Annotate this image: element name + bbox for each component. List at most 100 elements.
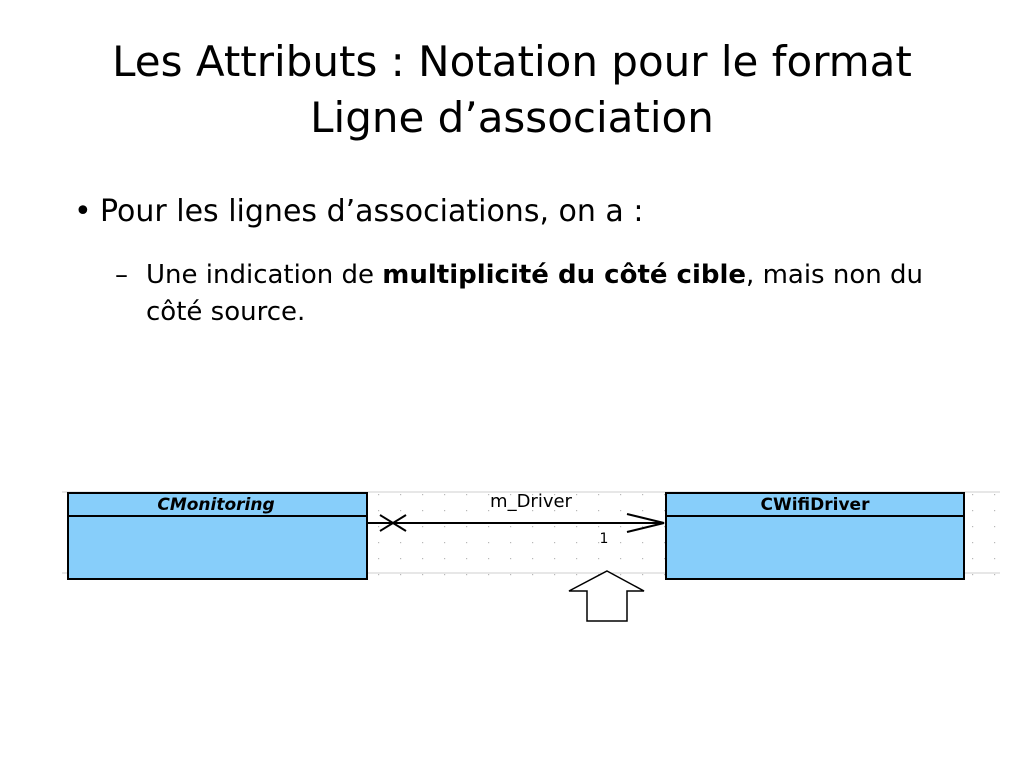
class-box-cwifidriver: CWifiDriver [665, 492, 965, 580]
grid-dot [488, 574, 490, 576]
grid-dot [422, 542, 424, 544]
bullet-text: Pour les lignes d’associations, on a : [100, 194, 644, 229]
grid-dot [422, 526, 424, 528]
grid-dot [510, 558, 512, 560]
grid-dot [972, 542, 974, 544]
class-box-cmonitoring: CMonitoring [67, 492, 368, 580]
grid-dot [664, 510, 666, 512]
grid-dot [378, 526, 380, 528]
target-class-name: CWifiDriver [761, 495, 871, 515]
grid-dot [444, 510, 446, 512]
grid-dot [576, 526, 578, 528]
grid-dot [532, 542, 534, 544]
grid-dot [510, 494, 512, 496]
grid-dot [620, 574, 622, 576]
title-line-1: Les Attributs : Notation pour le format [112, 37, 912, 86]
grid-dot [664, 574, 666, 576]
grid-dot [598, 558, 600, 560]
sub-bullet-item: – Une indication de multiplicité du côté… [115, 257, 965, 331]
grid-dot [488, 510, 490, 512]
grid-dot [488, 526, 490, 528]
title-line-2: Ligne d’association [310, 93, 714, 142]
grid-dot [444, 558, 446, 560]
grid-dot [642, 574, 644, 576]
grid-dot [510, 510, 512, 512]
sub-bullet-text: Une indication de multiplicité du côté c… [146, 257, 965, 331]
multiplicity-label: 1 [600, 531, 609, 547]
grid-dot [466, 494, 468, 496]
grid-dot [554, 574, 556, 576]
grid-dot [620, 542, 622, 544]
grid-dot [422, 494, 424, 496]
grid-dot [444, 494, 446, 496]
grid-dot [510, 574, 512, 576]
grid-dot [642, 494, 644, 496]
grid-dot [994, 510, 996, 512]
grid-dot [664, 542, 666, 544]
grid-dot [400, 542, 402, 544]
grid-dot [378, 542, 380, 544]
grid-dot [576, 558, 578, 560]
grid-dot [620, 494, 622, 496]
grid-dot [466, 574, 468, 576]
grid-dot [972, 558, 974, 560]
grid-dot [554, 558, 556, 560]
grid-dot [422, 558, 424, 560]
grid-dot [400, 510, 402, 512]
grid-dot [994, 526, 996, 528]
grid-dot [576, 510, 578, 512]
slide-title: Les Attributs : Notation pour le format … [0, 34, 1024, 146]
grid-dot [466, 542, 468, 544]
grid-dot [532, 494, 534, 496]
grid-dot [642, 526, 644, 528]
grid-dot [400, 574, 402, 576]
grid-dot [664, 558, 666, 560]
grid-dot [598, 494, 600, 496]
grid-dot [576, 494, 578, 496]
grid-dot [972, 526, 974, 528]
bullet-item: •Pour les lignes d’associations, on a : [74, 192, 643, 232]
grid-dot [994, 574, 996, 576]
grid-dot [532, 526, 534, 528]
grid-dot [422, 510, 424, 512]
grid-dot [532, 510, 534, 512]
navigable-arrowhead [626, 513, 665, 533]
sub-bullet-marker: – [115, 260, 128, 290]
grid-dot [378, 558, 380, 560]
grid-dot [598, 510, 600, 512]
sub-text-after: , mais non du côté source. [146, 260, 923, 327]
pointer-arrow-up [568, 570, 645, 622]
grid-dot [444, 526, 446, 528]
grid-dot [620, 510, 622, 512]
grid-dot [620, 526, 622, 528]
grid-dot [532, 558, 534, 560]
grid-dot [378, 574, 380, 576]
grid-dot [664, 494, 666, 496]
grid-dot [466, 558, 468, 560]
grid-dot [576, 574, 578, 576]
grid-dot [642, 558, 644, 560]
grid-dot [554, 494, 556, 496]
grid-dot [466, 526, 468, 528]
grid-dot [994, 494, 996, 496]
grid-dot [488, 558, 490, 560]
grid-dot [378, 494, 380, 496]
grid-dot [532, 574, 534, 576]
bullet-marker: • [74, 194, 92, 229]
grid-dot [642, 510, 644, 512]
grid-dot [444, 542, 446, 544]
grid-dot [422, 574, 424, 576]
grid-dot [972, 574, 974, 576]
grid-dot [444, 574, 446, 576]
grid-dot [972, 494, 974, 496]
grid-dot [642, 542, 644, 544]
grid-dot [378, 510, 380, 512]
grid-dot [554, 526, 556, 528]
grid-dot [994, 558, 996, 560]
sub-text-before: Une indication de [146, 260, 383, 290]
grid-dot [554, 542, 556, 544]
grid-dot [598, 542, 600, 544]
association-role-label: m_Driver [490, 491, 573, 512]
grid-dot [972, 510, 974, 512]
grid-dot [510, 542, 512, 544]
